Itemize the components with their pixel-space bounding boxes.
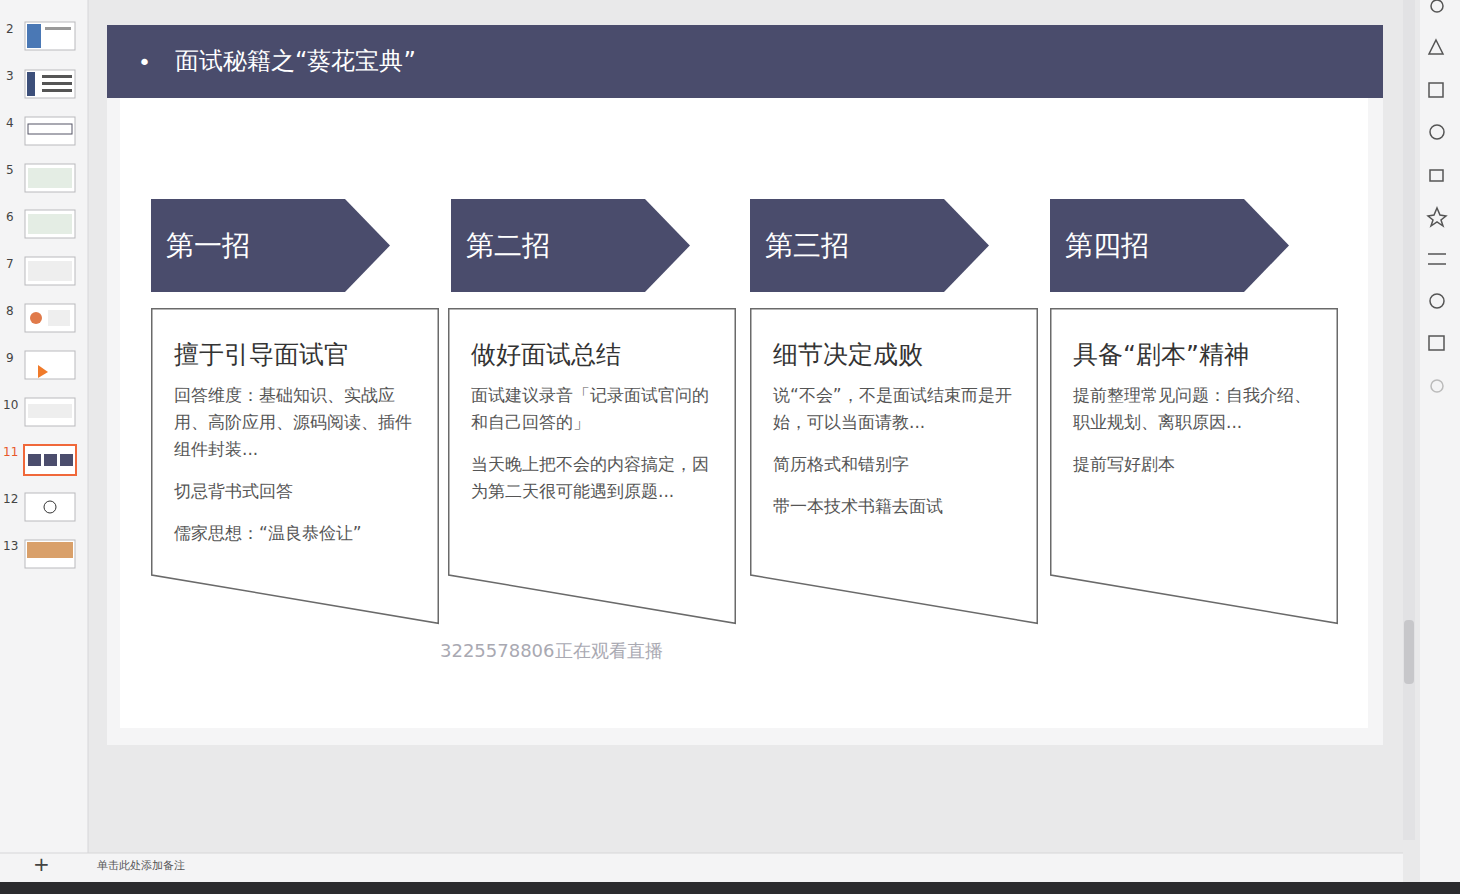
slide-number: 12 [3, 492, 18, 506]
chevron-fill [750, 199, 989, 292]
slide-number: 4 [6, 116, 14, 130]
box-body: 儒家思想：“温良恭俭让” [174, 520, 416, 547]
step-label: 第三招 [750, 199, 989, 292]
tip-box: 擅于引导面试官回答维度：基础知识、实战应用、高阶应用、源码阅读、插件组件封装..… [151, 308, 439, 624]
slide-number: 11 [3, 445, 18, 459]
chevron-fill [151, 199, 390, 292]
step-chevron: 第四招 [1050, 199, 1289, 292]
slide-number: 9 [6, 351, 14, 365]
right-toolbar [1420, 0, 1460, 894]
chevron-fill [451, 199, 690, 292]
box-border [152, 309, 439, 624]
notes-divider [0, 853, 1403, 854]
box-heading: 做好面试总结 [471, 340, 713, 370]
box-body: 面试建议录音「记录面试官问的和自己回答的」 [471, 382, 713, 436]
step-label: 第二招 [451, 199, 690, 292]
tip-box: 细节决定成败说“不会”，不是面试结束而是开始，可以当面请教... 简历格式和错别字… [750, 308, 1038, 624]
box-heading: 具备“剧本”精神 [1073, 340, 1315, 370]
scrollbar-thumb [1404, 620, 1414, 684]
thumbnail-details [27, 24, 73, 558]
box-body: 提前整理常见问题：自我介绍、职业规划、离职原因... [1073, 382, 1315, 436]
slide-number: 2 [6, 22, 14, 36]
notes-placeholder: 单击此处添加备注 [97, 859, 185, 872]
box-border [1051, 309, 1338, 624]
step-chevron: 第二招 [451, 199, 690, 292]
slide-canvas [107, 25, 1383, 745]
box-border [449, 309, 736, 624]
tip-box: 具备“剧本”精神提前整理常见问题：自我介绍、职业规划、离职原因... 提前写好剧本 [1050, 308, 1338, 624]
panel-divider [88, 0, 89, 894]
box-body: 提前写好剧本 [1073, 451, 1315, 478]
slide-number: 3 [6, 69, 14, 83]
box-body: 切忌背书式回答 [174, 478, 416, 505]
box-heading: 细节决定成败 [773, 340, 1015, 370]
slide-thumbnails [25, 22, 75, 568]
slide-title: 面试秘籍之“葵花宝典” [175, 47, 416, 76]
title-band [107, 25, 1383, 98]
box-body: 带一本技术书籍去面试 [773, 493, 1015, 520]
chevron-fill [1050, 199, 1289, 292]
add-slide-button: + [33, 852, 50, 876]
thumbnail-panel [0, 0, 88, 894]
notes-bar [0, 853, 1403, 883]
box-body: 说“不会”，不是面试结束而是开始，可以当面请教... [773, 382, 1015, 436]
slide-number: 13 [3, 539, 18, 553]
step-label: 第四招 [1050, 199, 1289, 292]
slide-body [120, 98, 1368, 728]
box-body: 简历格式和错别字 [773, 451, 1015, 478]
box-body: 回答维度：基础知识、实战应用、高阶应用、源码阅读、插件组件封装... [174, 382, 416, 463]
step-chevron: 第一招 [151, 199, 390, 292]
slide-number: 7 [6, 257, 14, 271]
title-bullet: • [138, 50, 151, 76]
live-watermark: 3225578806正在观看直播 [440, 640, 663, 662]
tip-box: 做好面试总结面试建议录音「记录面试官问的和自己回答的」当天晚上把不会的内容搞定，… [448, 308, 736, 624]
box-border [751, 309, 1038, 624]
slide-number: 10 [3, 398, 18, 412]
step-chevron: 第三招 [750, 199, 989, 292]
scrollbar-track [1403, 0, 1415, 840]
slide-number: 6 [6, 210, 14, 224]
selected-thumbnail-detail [28, 454, 73, 466]
bottom-bar [0, 882, 1460, 894]
slide-number: 8 [6, 304, 14, 318]
box-heading: 擅于引导面试官 [174, 340, 416, 370]
box-body: 当天晚上把不会的内容搞定，因为第二天很可能遇到原题... [471, 451, 713, 505]
slide-number: 5 [6, 163, 14, 177]
selected-thumbnail [24, 445, 76, 475]
toolbar-icons [1428, 0, 1446, 392]
step-label: 第一招 [151, 199, 390, 292]
